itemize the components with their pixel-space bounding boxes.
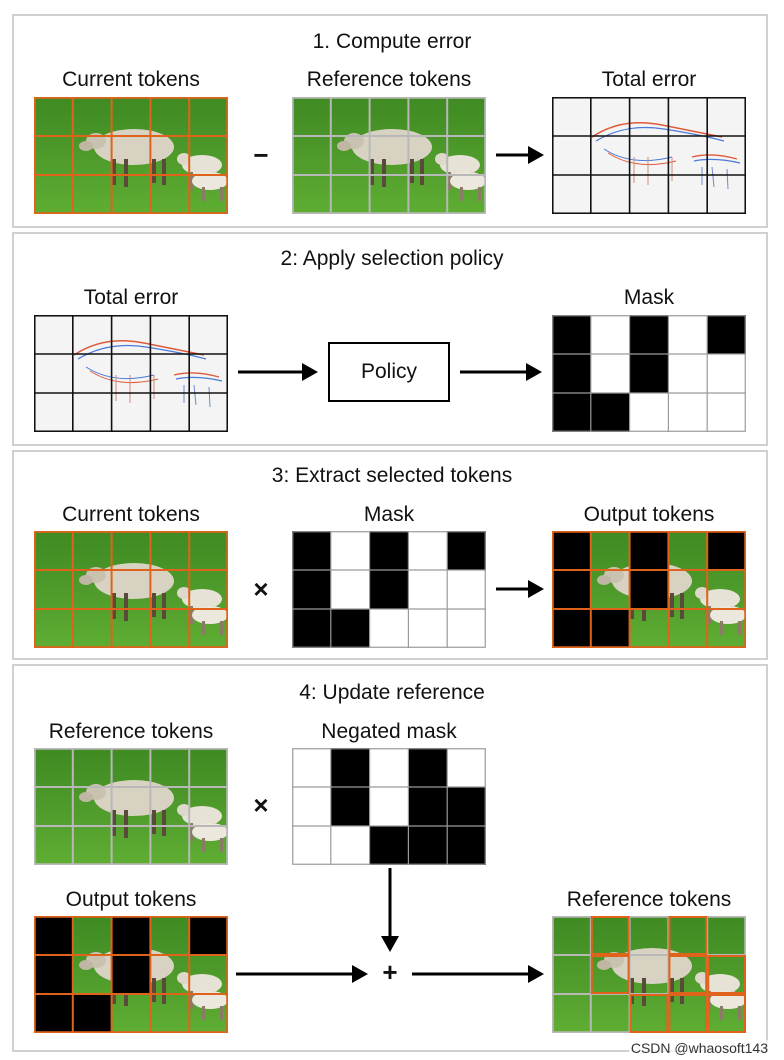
arrow-right-icon <box>236 965 368 983</box>
mask-label: Mask <box>363 503 415 526</box>
reference-tokens-image <box>292 97 486 214</box>
policy-box: Policy <box>328 342 450 402</box>
times-operator: × <box>253 790 269 820</box>
mask-grid <box>552 315 746 432</box>
arrow-right-icon <box>238 363 318 381</box>
step3-title: 3: Extract selected tokens <box>271 464 513 487</box>
arrow-right-icon <box>496 146 544 164</box>
mask-label: Mask <box>623 286 675 309</box>
reference-tokens-image <box>34 748 228 865</box>
total-error-label: Total error <box>83 286 179 309</box>
arrow-down-icon <box>381 868 399 952</box>
total-error-image <box>34 315 228 432</box>
output-tokens-label: Output tokens <box>583 503 715 526</box>
reference-tokens-label: Reference tokens <box>48 720 214 743</box>
total-error-label: Total error <box>601 68 697 91</box>
times-operator: × <box>253 574 269 604</box>
total-error-image <box>552 97 746 214</box>
output-tokens-image <box>34 916 228 1033</box>
mask-grid <box>292 531 486 648</box>
current-tokens-label: Current tokens <box>62 503 200 526</box>
step4-title: 4: Update reference <box>299 681 485 704</box>
arrow-right-icon <box>460 363 542 381</box>
reference-tokens-label: Reference tokens <box>306 68 472 91</box>
updated-reference-tokens-image <box>552 916 746 1033</box>
current-tokens-image <box>34 97 228 214</box>
negated-mask-grid <box>292 748 486 865</box>
arrow-right-icon <box>496 580 544 598</box>
watermark: CSDN @whaosoft143 <box>628 1040 770 1056</box>
output-tokens-image <box>552 531 746 648</box>
reference-tokens-label: Reference tokens <box>566 888 732 911</box>
current-tokens-label: Current tokens <box>62 68 200 91</box>
step2-title: 2: Apply selection policy <box>280 247 504 270</box>
current-tokens-image <box>34 531 228 648</box>
minus-operator: − <box>253 140 269 170</box>
policy-label: Policy <box>360 360 418 383</box>
plus-operator: + <box>382 957 398 987</box>
output-tokens-label: Output tokens <box>65 888 197 911</box>
arrow-right-icon <box>412 965 544 983</box>
step1-title: 1. Compute error <box>312 30 472 53</box>
negated-mask-label: Negated mask <box>321 720 457 743</box>
